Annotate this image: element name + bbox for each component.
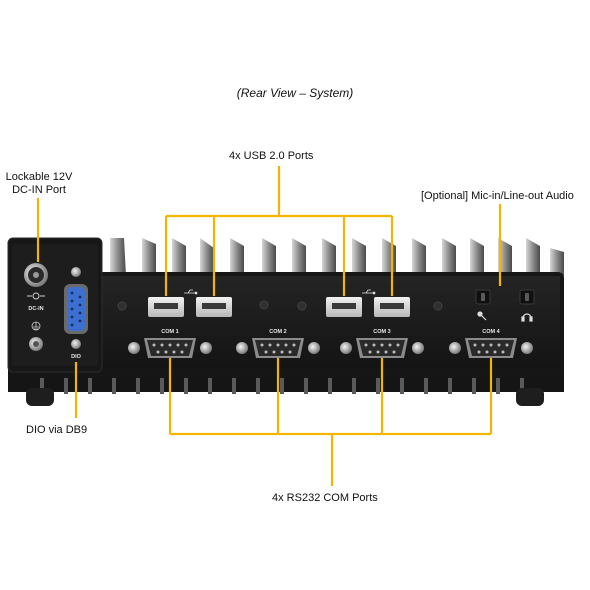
dc-in-callout-line2: DC-IN Port: [12, 184, 66, 196]
line-out-jack[interactable]: [519, 289, 535, 305]
dio-callout-label: DIO via DB9: [26, 424, 88, 436]
com-port-4[interactable]: [449, 338, 533, 358]
ground-icon: [31, 321, 41, 331]
dio-db9-connector[interactable]: [64, 267, 88, 349]
usb-callout-label: 4x USB 2.0 Ports: [229, 150, 314, 162]
usb-icon: [362, 289, 376, 295]
ground-screw: [29, 337, 43, 351]
dc-in-panel-label: DC-IN: [28, 306, 43, 312]
headphone-icon: [521, 313, 533, 322]
com-port-1[interactable]: [128, 338, 212, 358]
audio-callout-label: [Optional] Mic-in/Line-out Audio: [421, 190, 574, 202]
usb-port-3[interactable]: [326, 297, 362, 317]
com-port-2[interactable]: [236, 338, 320, 358]
usb-port-2[interactable]: [196, 297, 232, 317]
usb-port-1[interactable]: [148, 297, 184, 317]
com-3-panel-label: COM 3: [373, 329, 390, 335]
dc-polarity-icon: [27, 292, 45, 300]
usb-port-4[interactable]: [374, 297, 410, 317]
com-port-3[interactable]: [340, 338, 424, 358]
figure-caption: (Rear View – System): [236, 86, 354, 100]
com-1-panel-label: COM 1: [161, 329, 178, 335]
callout-lines: [36, 166, 502, 486]
dc-in-callout-line1: Lockable 12V: [5, 171, 73, 183]
heatsink-bottom-gaps: [40, 374, 524, 394]
mic-in-jack[interactable]: [475, 289, 491, 305]
com-4-panel-label: COM 4: [482, 329, 500, 335]
mic-icon: [477, 311, 487, 321]
com-2-panel-label: COM 2: [269, 329, 286, 335]
com-callout-label: 4x RS232 COM Ports: [272, 492, 378, 504]
panel-screws: [117, 300, 443, 311]
dc-in-callout-label: Lockable 12V DC-IN Port: [4, 171, 74, 197]
rubber-feet: [26, 388, 544, 406]
usb-icon: [184, 289, 198, 295]
heatsink-top: [110, 238, 564, 276]
dc-in-jack[interactable]: [24, 263, 48, 287]
dio-panel-label: DIO: [71, 354, 82, 360]
